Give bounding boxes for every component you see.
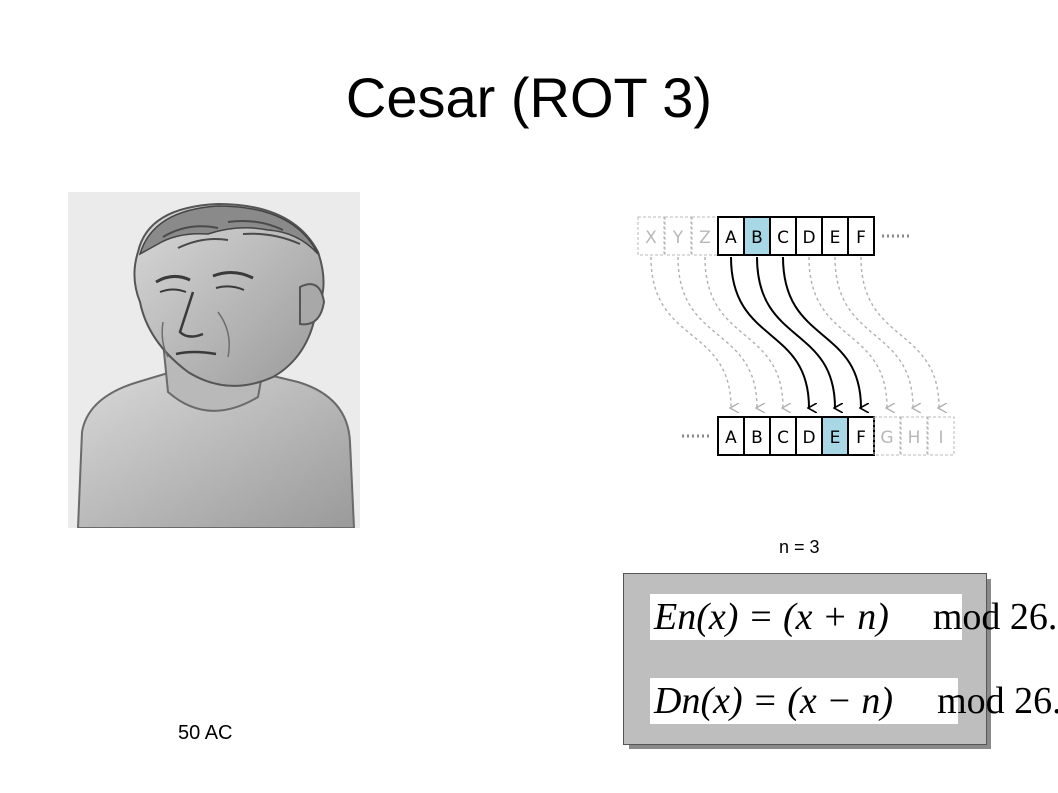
caesar-bust-image	[68, 192, 360, 528]
bottom-ghost-letter: H	[908, 428, 921, 448]
bottom-letter: C	[777, 428, 789, 448]
grey-shift-arrows	[650, 256, 939, 408]
bottom-ghost-letter: I	[938, 428, 943, 448]
top-letter: C	[777, 228, 789, 248]
shift-amount-label: n = 3	[779, 537, 820, 557]
decryption-formula-lhs: Dn(x) = (x − n)	[654, 680, 894, 722]
top-ghost-letter: X	[645, 228, 657, 248]
encryption-formula-lhs: En(x) = (x + n)	[654, 596, 889, 638]
bottom-letter: F	[856, 428, 866, 448]
shift-diagram: X Y Z A B C D E F	[637, 216, 955, 456]
encryption-formula: En(x) = (x + n) mod 26.	[650, 594, 1057, 640]
decryption-formula: Dn(x) = (x − n) mod 26.	[650, 678, 1058, 724]
top-letter: E	[830, 228, 841, 248]
top-letter: F	[856, 228, 866, 248]
bottom-letter: E	[830, 428, 841, 448]
top-letter: A	[725, 228, 737, 248]
top-ghost-letter: Z	[699, 228, 711, 248]
bottom-ghost-letter: G	[880, 428, 893, 448]
bottom-cells: A B C D E F	[717, 416, 875, 456]
black-shift-arrows	[730, 256, 861, 408]
top-letter: B	[751, 228, 763, 248]
slide-title: Cesar (ROT 3)	[345, 66, 713, 129]
bottom-ghost-cells: G H I	[873, 416, 955, 456]
encryption-formula-mod: mod 26.	[932, 596, 1058, 638]
bottom-letter: A	[725, 428, 737, 448]
bottom-letter: D	[802, 428, 815, 448]
top-ghost-cells: X Y Z	[637, 216, 719, 256]
top-letter: D	[802, 228, 815, 248]
portrait-caption: 50 AC	[178, 722, 233, 744]
top-cells: A B C D E F	[717, 216, 875, 256]
decryption-formula-mod: mod 26.	[937, 680, 1058, 722]
top-ghost-letter: Y	[672, 228, 684, 248]
bottom-letter: B	[751, 428, 763, 448]
formula-box: En(x) = (x + n) mod 26. Dn(x) = (x − n) mo…	[623, 573, 1058, 745]
